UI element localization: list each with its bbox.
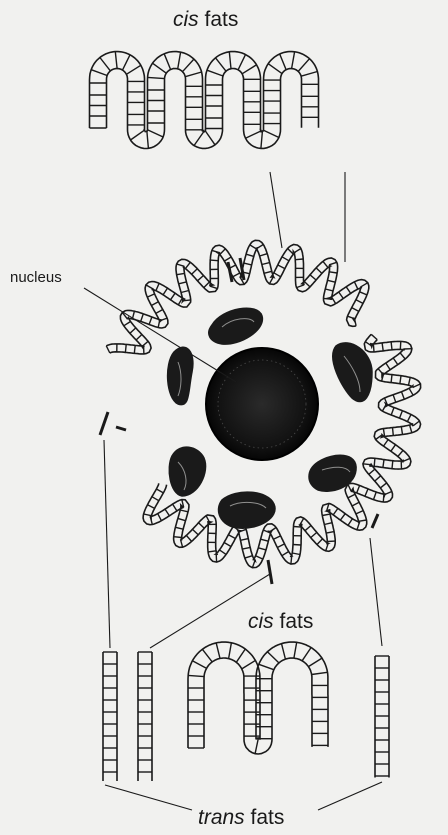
label-cis-fats-bottom: cis fats (248, 610, 313, 634)
trans-fat-chain (138, 652, 152, 781)
trans-fat-chain (375, 656, 389, 778)
organelle (333, 343, 372, 402)
cis-fat-chain-top (90, 52, 319, 149)
organelle (209, 308, 263, 344)
cis-fat-chain (188, 642, 328, 754)
label-cis-fats-top: cis fats (173, 8, 238, 32)
label-nucleus: nucleus (10, 269, 62, 286)
bottom-fat-chains (103, 642, 389, 781)
connector-lines-top (270, 172, 345, 262)
nucleus (206, 348, 318, 460)
organelle (168, 347, 193, 404)
label-trans-fats: trans fats (198, 806, 284, 830)
cis-fat-chain (90, 52, 319, 149)
organelle (169, 447, 205, 496)
trans-fat-chain (103, 652, 117, 781)
organelle (219, 492, 275, 528)
